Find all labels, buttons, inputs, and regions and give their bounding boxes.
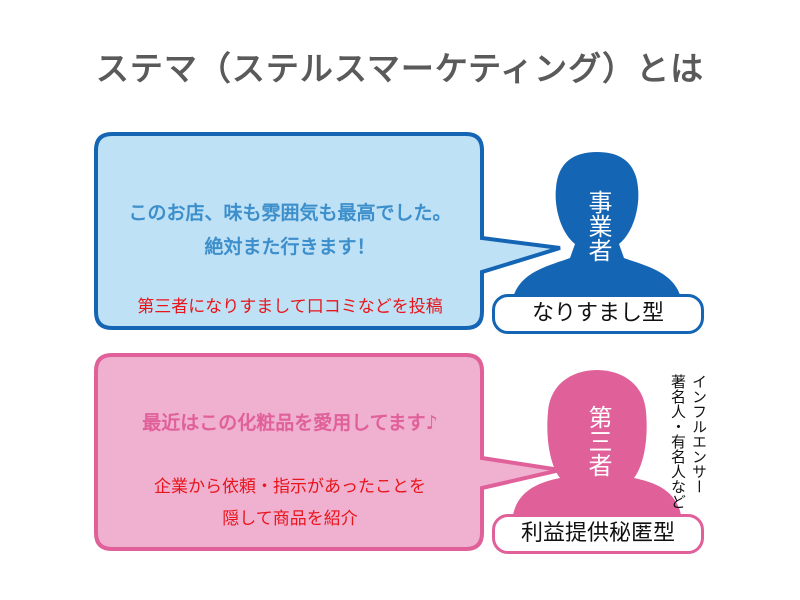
business-person-icon xyxy=(513,152,681,298)
concealment-note-line2: 隠して商品を紹介 xyxy=(222,509,358,529)
concealed-benefit-type-label: 利益提供秘匿型 xyxy=(492,514,704,554)
concealment-note-line1: 企業から依頼・指示があったことを xyxy=(154,477,426,497)
speech-bubble-bottom xyxy=(94,353,561,551)
business-figure-label: 事業者 xyxy=(584,190,612,262)
speech-bubble-top xyxy=(94,132,561,330)
third-party-figure-label: 第三者 xyxy=(584,405,612,477)
customer-review-quote-line2: 絶対また行きます！ xyxy=(204,236,376,258)
customer-review-quote-line1: このお店、味も雰囲気も最高でした。 xyxy=(128,202,452,224)
impersonation-type-label: なりすまし型 xyxy=(492,294,704,334)
third-party-person-icon xyxy=(513,370,681,515)
impersonation-note: 第三者になりすまして口コミなどを投稿 xyxy=(137,297,443,317)
influencer-side-label: インフルエンサー xyxy=(690,374,708,494)
influencer-quote: 最近はこの化粧品を愛用してます♪ xyxy=(142,412,438,434)
page-title: ステマ（ステルスマーケティング）とは xyxy=(95,49,705,88)
celebrity-side-label: 著名人・有名人など xyxy=(669,374,687,509)
